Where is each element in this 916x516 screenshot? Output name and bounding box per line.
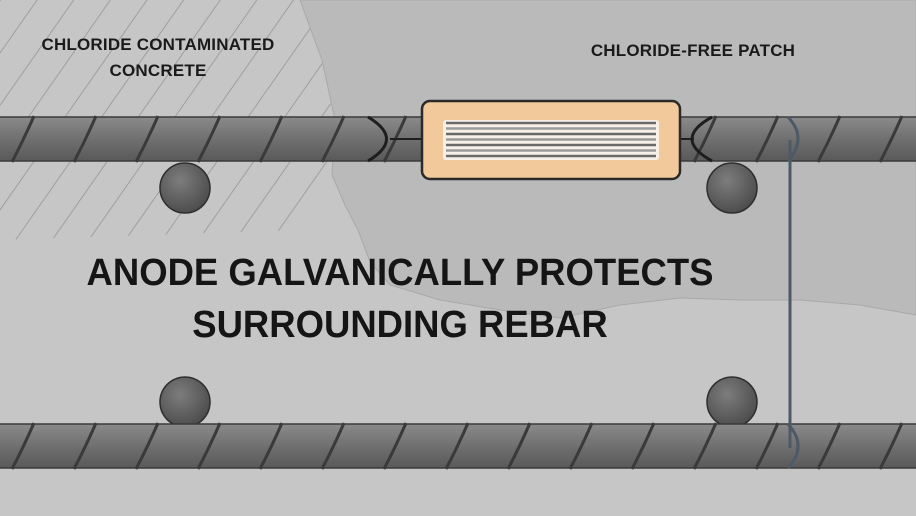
rebar-rib	[382, 422, 408, 470]
rebar-rib	[754, 115, 780, 163]
rebar-rib	[134, 115, 160, 163]
caption-line-1: ANODE GALVANICALLY PROTECTS	[86, 252, 714, 294]
rebar-rib	[196, 115, 222, 163]
chloride-free-patch-label: CHLORIDE-FREE PATCH	[590, 41, 796, 60]
rebar-rib	[754, 422, 780, 470]
rebar-rib	[72, 422, 98, 470]
diagram-caption: ANODE GALVANICALLY PROTECTS SURROUNDING …	[74, 247, 727, 351]
rebar-rib	[10, 422, 36, 470]
rebar-bottom	[0, 422, 916, 470]
caption-line-2: SURROUNDING REBAR	[192, 304, 608, 346]
cross-bar-top-left	[159, 162, 211, 214]
rebar-rib	[878, 422, 904, 470]
rebar-rib	[72, 115, 98, 163]
rebar-rib	[878, 115, 904, 163]
rebar-rib	[506, 422, 532, 470]
rebar-rib	[258, 422, 284, 470]
rebar-rib	[444, 422, 470, 470]
rebar-rib	[816, 115, 842, 163]
chloride-contaminated-concrete-label: CHLORIDE CONTAMINATED CONCRETE	[41, 35, 275, 80]
rebar-rib	[320, 115, 346, 163]
rebar-rib	[196, 422, 222, 470]
tie-wire	[786, 115, 800, 470]
rebar-rib	[320, 422, 346, 470]
cross-bar-top-right	[706, 162, 758, 214]
rebar-rib	[630, 422, 656, 470]
rebar-rib	[10, 115, 36, 163]
rebar-rib	[692, 422, 718, 470]
galvanic-anode	[367, 99, 713, 181]
rebar-rib	[692, 115, 718, 163]
cross-bar-bottom-left	[159, 376, 211, 428]
rebar-rib	[134, 422, 160, 470]
cross-bar-bottom-right	[706, 376, 758, 428]
rebar-rib	[258, 115, 284, 163]
rebar-rib	[816, 422, 842, 470]
rebar-rib	[568, 422, 594, 470]
